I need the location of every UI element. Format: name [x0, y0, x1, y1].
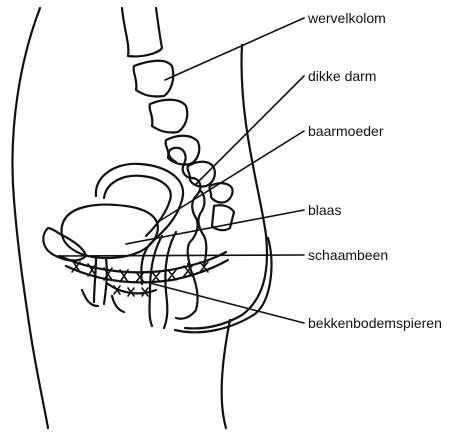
label-colon: dikke darm	[308, 68, 376, 84]
label-bladder: blaas	[308, 202, 341, 218]
uterus-shape	[96, 164, 183, 284]
buttock-outline	[175, 238, 272, 332]
perineum-line	[82, 290, 124, 312]
leader-line-spine	[165, 18, 304, 80]
colon-shape-inner	[198, 190, 206, 266]
vertebra	[188, 162, 215, 187]
body-outline-front	[12, 8, 48, 428]
bladder-shape	[62, 205, 158, 258]
leader-line-pelvic-floor	[146, 282, 304, 323]
thigh-back-outline	[222, 320, 230, 428]
label-pelvic-floor: bekkenbodemspieren	[308, 315, 442, 331]
leader-line-pubic-bone	[58, 255, 304, 256]
label-pubic-bone: schaambeen	[308, 247, 388, 263]
label-uterus: baarmoeder	[308, 123, 384, 139]
vertebra	[150, 100, 188, 133]
vertebra	[122, 8, 162, 56]
label-spine: wervelkolom	[307, 10, 386, 26]
vertebra	[209, 183, 232, 202]
leader-line-colon	[196, 76, 304, 184]
